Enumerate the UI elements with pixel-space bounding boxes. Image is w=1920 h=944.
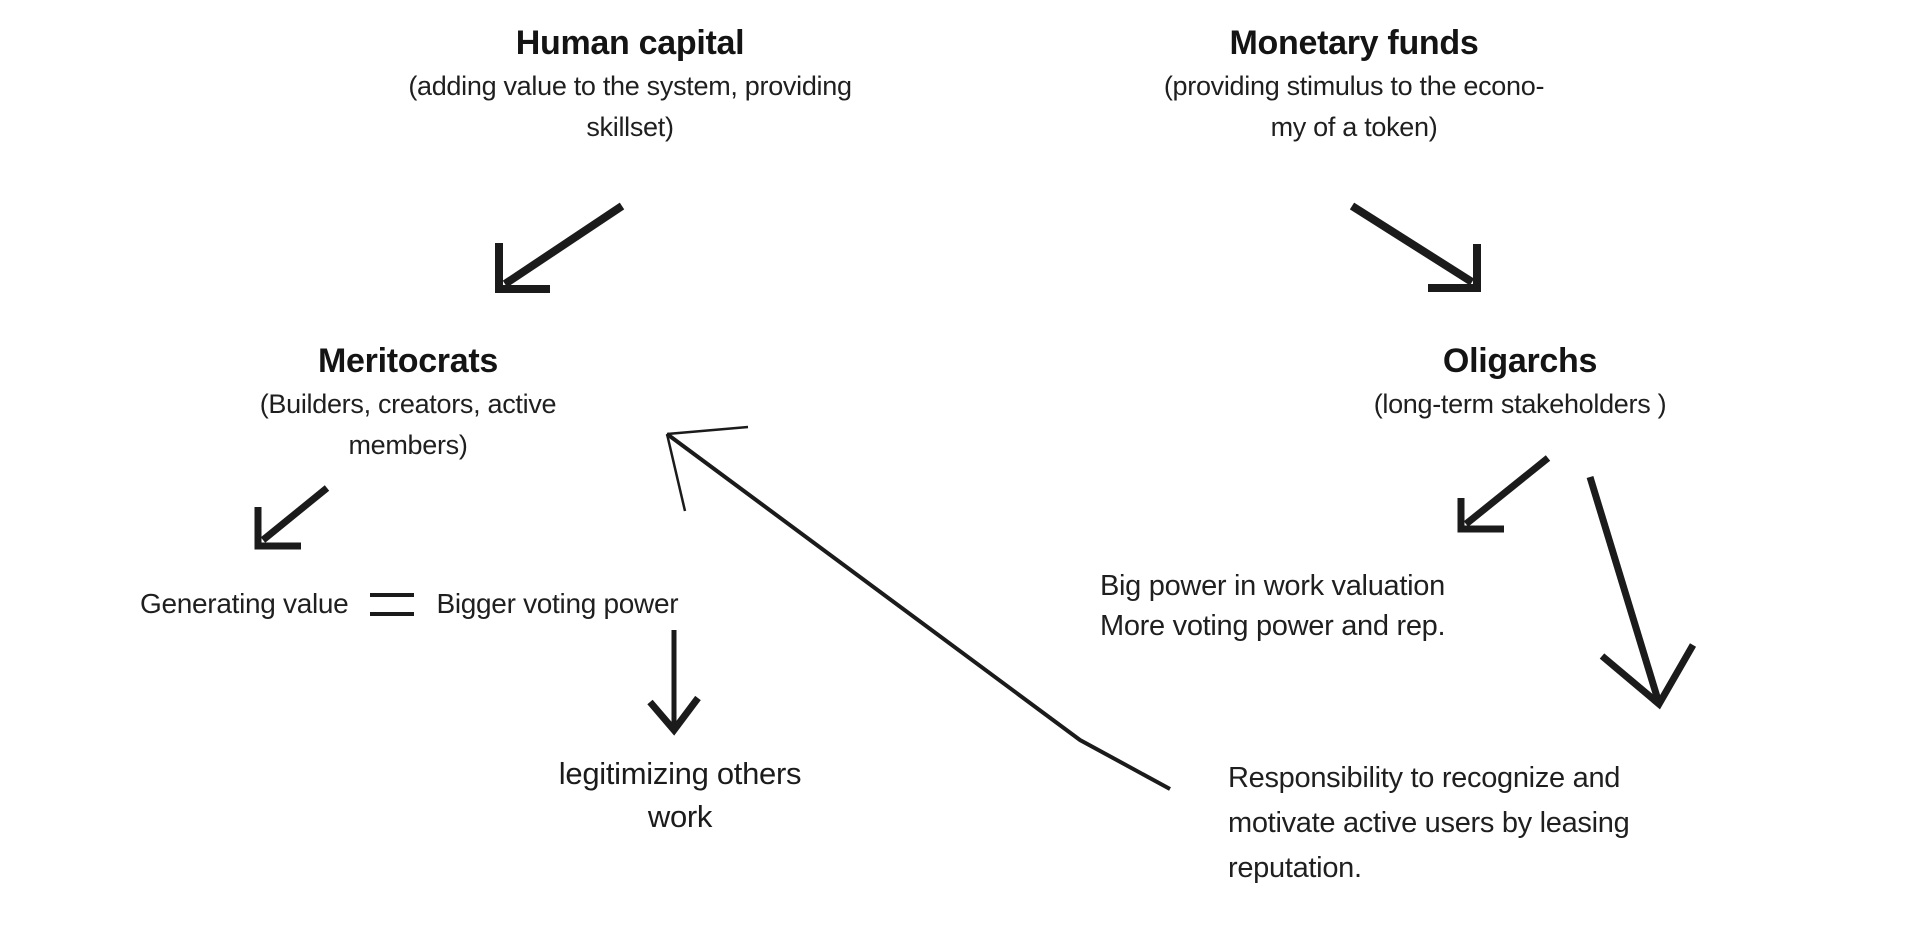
responsibility-line2: motivate active users by leasing [1228,807,1630,839]
node-oligarchs: Oligarchs (long-term stakeholders ) [1220,338,1820,425]
legitimizing-line1: legitimizing others [558,756,802,791]
responsibility-line3: reputation. [1228,852,1362,884]
responsibility-line1: Responsibility to recognize and [1228,762,1621,794]
node-meritocrats: Meritocrats (Builders, creators, active … [108,338,708,466]
node-monetary-funds: Monetary funds (providing stimulus to th… [1054,20,1654,148]
arrow-monetary-funds-to-oligarchs [1349,202,1481,292]
node-human-capital: Human capital (adding value to the syste… [330,20,930,148]
oligarchs-subtitle-line1: (long-term stakeholders ) [1373,389,1667,419]
human-capital-title: Human capital [515,24,745,62]
meritocrats-title: Meritocrats [318,342,498,380]
bigger-voting-power-label: Bigger voting power [436,588,679,619]
legitimizing-others-work-label: legitimizing others work [430,752,930,838]
human-capital-subtitle-line2: skillset) [586,112,674,142]
generating-value-label: Generating value [140,588,349,619]
monetary-funds-subtitle-line2: my of a token) [1270,112,1438,142]
monetary-funds-title: Monetary funds [1229,24,1479,62]
legitimizing-line2: work [647,799,713,834]
big-power-label: Big power in work valuation More voting … [1100,566,1446,646]
equals-icon [370,592,415,616]
arrow-oligarchs-to-big-power [1457,455,1551,533]
big-power-line1: Big power in work valuation [1100,570,1445,602]
oligarchs-title: Oligarchs [1442,342,1598,380]
generating-value-row: Generating value Bigger voting power [140,588,679,620]
arrow-human-capital-to-meritocrats [495,202,625,293]
meritocrats-subtitle-line1: (Builders, creators, active [259,389,557,419]
big-power-line2: More voting power and rep. [1100,610,1446,642]
meritocrats-subtitle-line2: members) [348,430,468,460]
human-capital-subtitle-line1: (adding value to the system, providing [408,71,852,101]
monetary-funds-subtitle-line1: (providing stimulus to the econo- [1163,71,1545,101]
responsibility-label: Responsibility to recognize and motivate… [1228,756,1630,891]
arrow-voting-power-to-legitimizing [647,630,701,736]
arrow-meritocrats-to-generating-value [254,485,330,550]
arrow-oligarchs-to-responsibility [1586,475,1697,710]
arrow-responsibility-to-meritocrats [665,425,1171,791]
